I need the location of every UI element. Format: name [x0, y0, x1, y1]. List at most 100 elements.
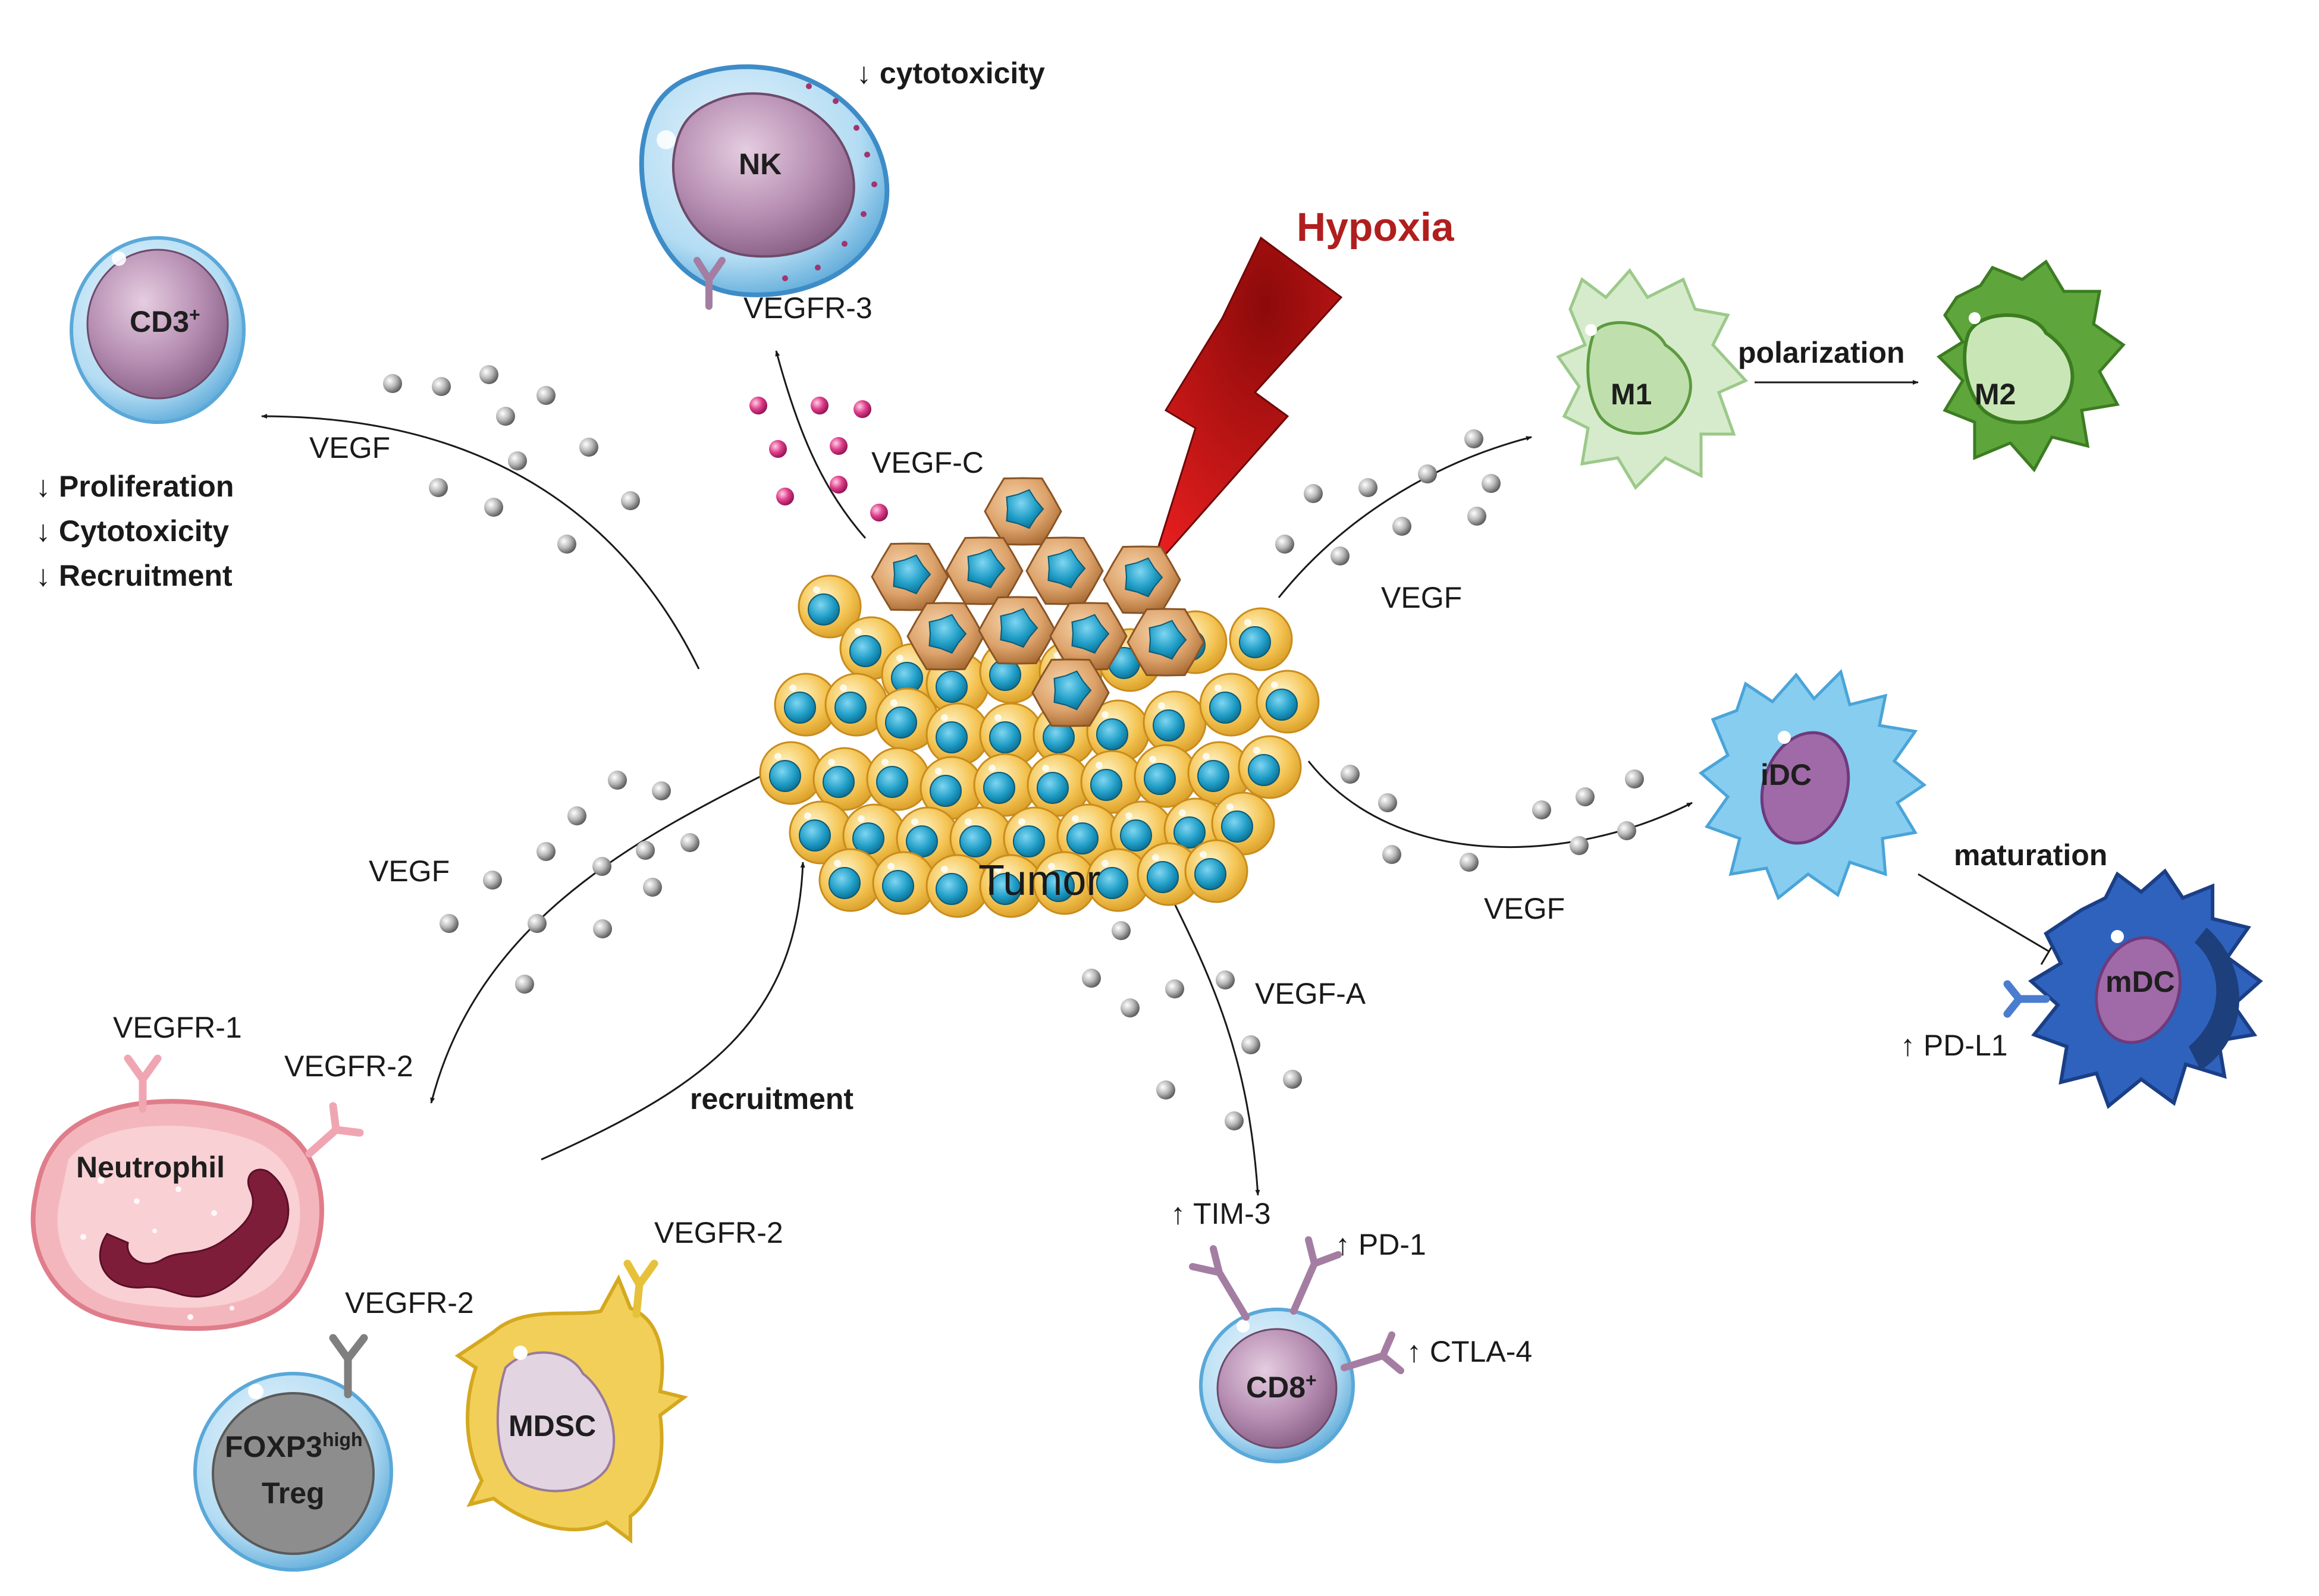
vegf-dots-cd8	[1082, 921, 1302, 1130]
vegfc-label: VEGF-C	[871, 446, 984, 479]
tumor-label: Tumor	[978, 857, 1100, 904]
tumor-cell-dark	[1031, 658, 1110, 727]
idc-label: iDC	[1761, 758, 1812, 791]
tumor-cell	[1238, 735, 1302, 799]
arrow-recruitment-to-tumor	[541, 862, 805, 1161]
tumor-cell-dark	[1103, 545, 1181, 614]
tumor-cell	[1199, 673, 1263, 737]
inhibit-idc-to-mdc	[1918, 873, 2050, 953]
pdl1-label: ↑ PD-L1	[1900, 1029, 2008, 1062]
cd3-effect-1: ↓ Proliferation	[36, 470, 234, 503]
mdc-cell	[2003, 868, 2263, 1110]
tumor-cell	[1187, 741, 1251, 805]
tumor-cell	[1211, 791, 1275, 856]
tim3-label: ↑ TIM-3	[1171, 1197, 1271, 1230]
neutrophil-label: Neutrophil	[76, 1151, 225, 1184]
vegfr2-mdsc-label: VEGFR-2	[654, 1216, 783, 1249]
mdsc-cell	[454, 1259, 688, 1544]
cd3-effect-2: ↓ Cytotoxicity	[36, 514, 229, 548]
tumor-cell-dark	[984, 477, 1062, 546]
cd3-cell	[70, 236, 246, 424]
m2-label: M2	[1975, 378, 2016, 411]
vegf-dots-neutrophil	[440, 771, 699, 994]
nk-effect-label: ↓ cytotoxicity	[856, 56, 1045, 90]
tumor-cell	[1143, 690, 1207, 755]
vegfr1-label: VEGFR-1	[113, 1011, 242, 1044]
cd8-cell-label: CD8+	[1246, 1369, 1317, 1404]
cd8-label-main: CD8	[1246, 1371, 1306, 1404]
tumor-cell	[774, 673, 838, 737]
vegfr3-receptor-icon	[693, 257, 726, 310]
idc-cell	[1698, 669, 1927, 901]
tumor-cell	[973, 753, 1037, 817]
tumor-cell	[979, 854, 1043, 918]
vegfc-dots	[749, 397, 888, 521]
arrow-tumor-to-m1	[1278, 436, 1532, 598]
vegfr2-receptor-mdsc-icon	[623, 1259, 658, 1318]
tumor-cell	[839, 616, 903, 680]
tumor-cell	[798, 574, 862, 639]
nk-cell-label: NK	[739, 147, 782, 181]
nk-cell	[639, 64, 890, 310]
tumor-cell	[949, 806, 1013, 871]
vegf-dots-cd3	[383, 365, 640, 554]
ctla4-label: ↑ CTLA-4	[1407, 1335, 1532, 1368]
treg-label-line2: Treg	[262, 1476, 325, 1510]
tumor-cell	[812, 747, 877, 811]
tumor-cell	[925, 702, 990, 766]
tumor-cell	[1003, 806, 1067, 871]
cd3-cell-label: CD3+	[130, 304, 200, 338]
mdsc-label: MDSC	[509, 1409, 596, 1443]
tumor-cell	[1134, 744, 1198, 808]
treg-label-sup: high	[322, 1429, 363, 1450]
vegfa-label: VEGF-A	[1255, 977, 1366, 1010]
tumor-cell	[1056, 803, 1121, 868]
tumor-cell-dark	[871, 542, 949, 611]
arrow-tumor-to-neutrophil	[430, 772, 768, 1104]
tumor-cell	[1086, 699, 1150, 764]
cd8-label-sup: +	[1306, 1369, 1317, 1391]
treg-label-main: FOXP3	[225, 1430, 322, 1463]
vegf-label-dc: VEGF	[1484, 892, 1565, 925]
pdl1-receptor-icon	[2003, 980, 2050, 1018]
vegf-label-cd3: VEGF	[309, 431, 390, 464]
cd3-effect-3: ↓ Recruitment	[36, 559, 233, 592]
maturation-label: maturation	[1954, 838, 2107, 872]
mdc-label: mDC	[2105, 965, 2175, 998]
tumor-cell-dark	[978, 596, 1056, 665]
arrows	[261, 350, 2058, 1196]
m2-macrophage	[1937, 259, 2126, 473]
vegfr3-label: VEGFR-3	[743, 291, 873, 325]
arrow-tumor-to-idc	[1307, 761, 1693, 849]
tumor-mass	[759, 477, 1320, 918]
tumor-cell	[1256, 670, 1320, 734]
tumor-cell	[1027, 753, 1091, 817]
tumor-cell	[866, 747, 930, 811]
neutrophil-cell	[30, 1054, 364, 1331]
vegf-label-neutrophil: VEGF	[369, 854, 450, 888]
vegf-dots-macrophage	[1275, 429, 1501, 565]
cd3-label-sup: +	[189, 304, 200, 325]
treg-label-line1: FOXP3high	[225, 1429, 362, 1463]
tumor-cell-dark	[906, 602, 985, 671]
vegfr2-receptor-neutrophil-icon	[305, 1102, 364, 1158]
treg-cell	[193, 1334, 393, 1572]
arrow-tumor-to-nk	[775, 350, 867, 539]
vegfr2-neutrophil-label: VEGFR-2	[284, 1050, 413, 1083]
m1-macrophage	[1556, 268, 1749, 491]
ctla4-receptor-icon	[1341, 1331, 1404, 1374]
arrow-tumor-to-cd3	[261, 414, 700, 670]
tumor-cell	[789, 800, 853, 865]
hypoxia-lightning-icon	[1150, 236, 1343, 571]
vegf-label-macrophage: VEGF	[1381, 581, 1462, 614]
hypoxia-label: Hypoxia	[1297, 205, 1455, 250]
pd1-receptor-icon	[1290, 1236, 1342, 1315]
polarization-label: polarization	[1738, 336, 1905, 369]
tumor-cell-dark	[1049, 602, 1128, 671]
tumor-cell	[759, 741, 823, 805]
tim3-receptor-icon	[1189, 1245, 1250, 1321]
vegfr2-receptor-treg-icon	[329, 1334, 368, 1399]
arrow-tumor-to-cd8	[1165, 885, 1260, 1196]
vegfr1-receptor-icon	[124, 1054, 162, 1113]
tumor-cell	[872, 851, 936, 915]
